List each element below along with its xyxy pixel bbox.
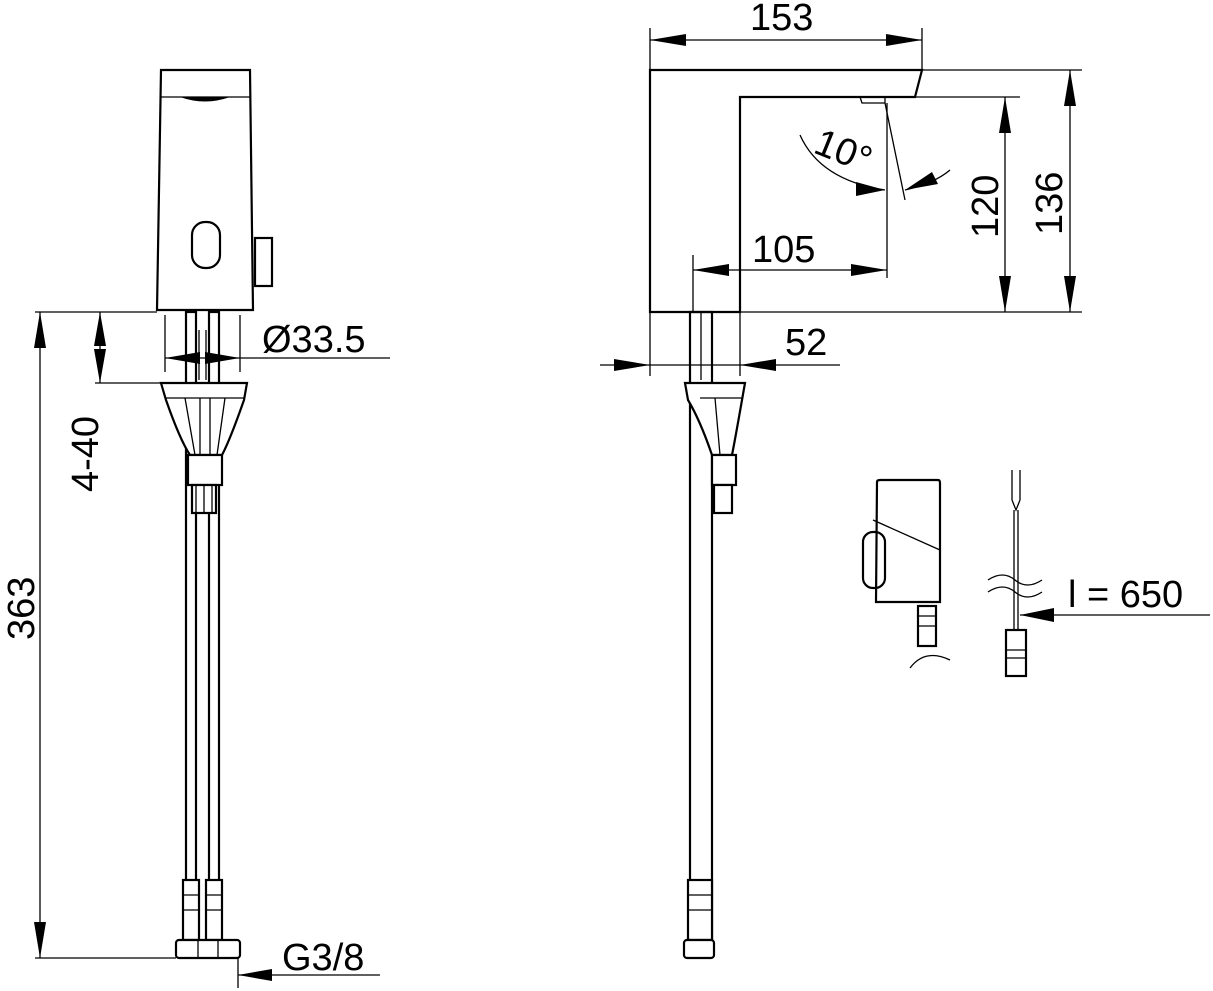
label-diameter: Ø33.5 xyxy=(262,319,366,361)
dimension-diameter: Ø33.5 xyxy=(164,315,390,372)
label-153: 153 xyxy=(750,0,813,39)
label-4-40: 4-40 xyxy=(65,416,107,492)
front-view: 363 4-40 Ø33.5 G3/8 xyxy=(1,68,390,988)
dimension-153: 153 xyxy=(649,0,923,70)
supply-hoses xyxy=(174,310,242,960)
label-363: 363 xyxy=(1,577,43,640)
sensor-window xyxy=(190,220,222,270)
tap-body-side xyxy=(648,68,924,314)
label-136: 136 xyxy=(1029,172,1071,235)
dimension-136: 136 xyxy=(740,69,1082,313)
side-view: 153 136 120 105 52 10° xyxy=(600,0,1082,960)
dimension-363: 363 xyxy=(1,311,176,959)
escutcheon xyxy=(159,381,249,457)
label-cable-length: l = 650 xyxy=(1068,574,1183,616)
label-120: 120 xyxy=(965,175,1007,238)
dimension-52: 52 xyxy=(600,312,840,376)
label-105: 105 xyxy=(752,229,815,271)
dimension-105: 105 xyxy=(692,103,888,312)
tap-body-front xyxy=(155,68,255,312)
dimension-4-40: 4-40 xyxy=(65,312,161,492)
cable: l = 650 xyxy=(987,470,1210,678)
side-knob xyxy=(253,236,274,288)
dimension-thread: G3/8 xyxy=(237,937,380,988)
dimension-angle: 10° xyxy=(799,102,951,201)
label-52: 52 xyxy=(785,322,827,364)
dimension-120: 120 xyxy=(870,96,1020,312)
label-angle: 10° xyxy=(809,121,878,181)
control-unit xyxy=(861,478,951,669)
label-thread: G3/8 xyxy=(282,937,364,979)
